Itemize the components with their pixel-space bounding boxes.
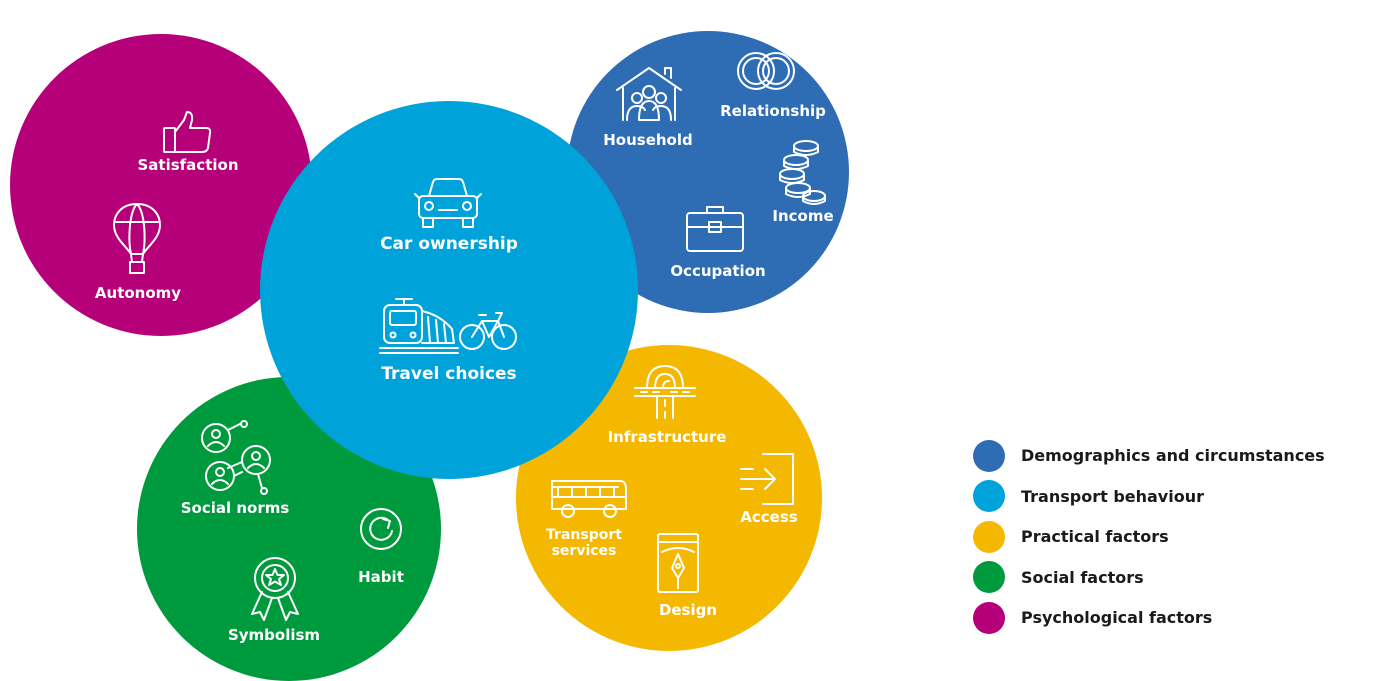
pen-tool-icon xyxy=(656,532,700,596)
autonomy-label: Autonomy xyxy=(94,284,182,302)
people-network-icon xyxy=(198,420,272,495)
legend-swatch xyxy=(973,480,1005,512)
transport-behaviour-circle xyxy=(260,101,638,479)
symbolism-label: Symbolism xyxy=(227,626,321,644)
legend-swatch xyxy=(973,601,1005,634)
legend-swatch xyxy=(973,561,1005,593)
occupation-label: Occupation xyxy=(670,262,766,280)
legend-label: Psychological factors xyxy=(1021,608,1213,627)
legend-swatch xyxy=(973,520,1005,553)
social-norms-label: Social norms xyxy=(180,499,290,517)
coins-icon xyxy=(774,138,828,208)
award-ribbon-icon xyxy=(246,554,304,622)
house-family-icon xyxy=(613,64,685,124)
road-interchange-icon xyxy=(633,360,697,420)
legend-item-social: Social factors xyxy=(973,561,1325,593)
bus-icon xyxy=(548,475,628,519)
legend-item-practical: Practical factors xyxy=(973,520,1325,553)
relationship-label: Relationship xyxy=(720,102,826,120)
legend-item-demographics: Demographics and circumstances xyxy=(973,439,1325,472)
legend-item-transport: Transport behaviour xyxy=(973,480,1325,512)
design-label: Design xyxy=(658,601,718,619)
hot-air-balloon-icon xyxy=(111,202,163,276)
infrastructure-label: Infrastructure xyxy=(607,428,727,446)
car-ownership-label: Car ownership xyxy=(380,234,518,254)
thumbs-up-icon xyxy=(162,110,214,154)
access-label: Access xyxy=(740,508,798,526)
legend-label: Practical factors xyxy=(1021,527,1169,546)
legend: Demographics and circumstances Transport… xyxy=(973,439,1325,645)
legend-label: Transport behaviour xyxy=(1021,486,1204,506)
household-label: Household xyxy=(603,131,693,149)
enter-icon xyxy=(739,452,797,506)
briefcase-icon xyxy=(685,203,745,253)
travel-choices-label: Travel choices xyxy=(381,364,517,384)
rings-icon xyxy=(734,50,798,92)
train-bicycle-icon xyxy=(378,293,520,355)
income-label: Income xyxy=(772,207,834,225)
legend-item-psychological: Psychological factors xyxy=(973,601,1325,634)
satisfaction-label: Satisfaction xyxy=(137,156,239,174)
refresh-icon xyxy=(357,505,405,553)
habit-label: Habit xyxy=(358,568,404,586)
legend-label: Demographics and circumstances xyxy=(1021,446,1325,465)
legend-swatch xyxy=(973,439,1005,472)
car-icon xyxy=(414,176,482,230)
legend-label: Social factors xyxy=(1021,567,1144,587)
transport-services-label: Transport services xyxy=(546,527,622,559)
